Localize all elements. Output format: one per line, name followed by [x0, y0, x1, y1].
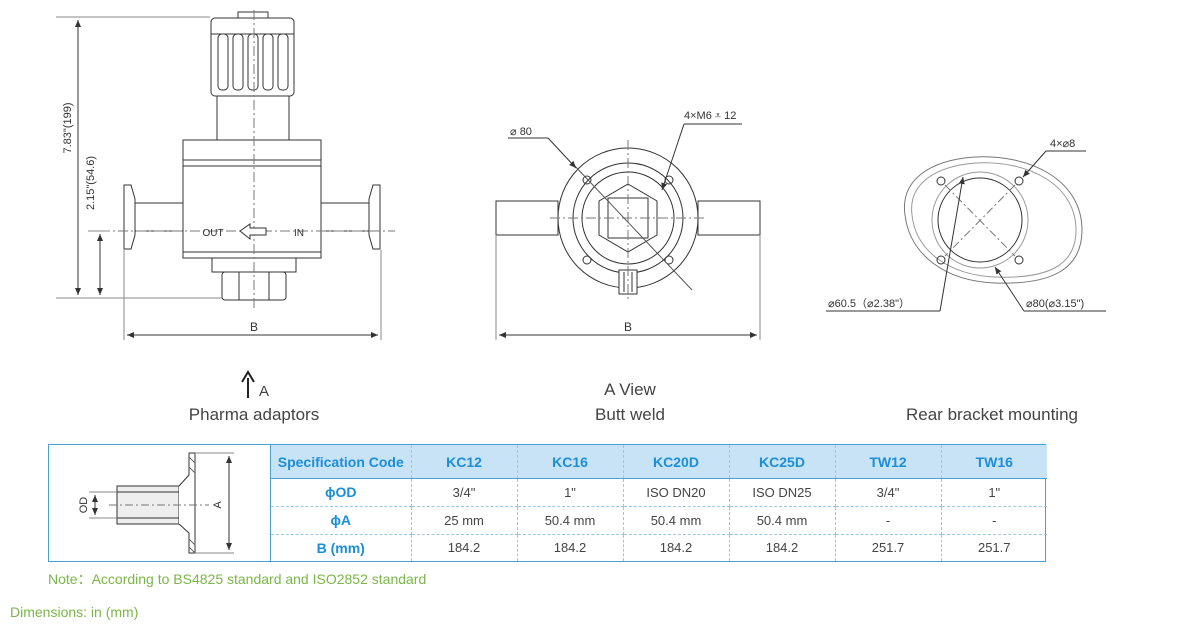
butt-weld-caption: Butt weld: [595, 405, 665, 424]
table-cell: 251.7: [835, 534, 942, 561]
row-label: ϕOD: [271, 478, 412, 507]
header-code: TW16: [941, 445, 1047, 479]
table-cell: 184.2: [517, 534, 624, 561]
dim-b-side: B: [624, 320, 632, 334]
height-total-dim: 7.83"(199): [62, 103, 74, 154]
table-cell: ISO DN20: [623, 478, 730, 507]
table-cell: 50.4 mm: [517, 506, 624, 535]
rear-holes-dim: 4×⌀8: [1050, 138, 1075, 150]
table-cell: 184.2: [411, 534, 518, 561]
rear-inner-dim: ⌀60.5（⌀2.38"）: [828, 297, 910, 310]
table-cell: 1": [941, 478, 1047, 507]
rear-bracket-caption: Rear bracket mounting: [906, 405, 1078, 424]
table-cell: ISO DN25: [729, 478, 836, 507]
height-center-dim: 2.15"(54.6): [85, 156, 97, 210]
table-row: ϕA 25 mm 50.4 mm 50.4 mm 50.4 mm - -: [271, 506, 1047, 535]
view-arrow: [241, 370, 255, 398]
bolt-holes-dim: 4×M6 ⩡ 12: [684, 110, 736, 122]
pharma-caption: Pharma adaptors: [188, 405, 320, 424]
table-row: ϕOD 3/4" 1" ISO DN20 ISO DN25 3/4" 1": [271, 478, 1047, 507]
header-code: TW12: [835, 445, 942, 479]
dim-b-front: B: [250, 320, 258, 334]
spec-grid: Specification Code KC12 KC16 KC20D KC25D…: [271, 445, 1047, 561]
spec-table: OD A Specification Code KC12 KC16 KC20D …: [48, 444, 1047, 562]
header-code: KC20D: [623, 445, 730, 479]
a-view-caption: A View: [604, 380, 656, 399]
standards-note: Note：According to BS4825 standard and IS…: [48, 571, 427, 587]
table-cell: -: [941, 506, 1047, 535]
table-cell: -: [835, 506, 942, 535]
front-view: [56, 10, 395, 340]
header-code: KC16: [517, 445, 624, 479]
sketch-a-label: A: [212, 501, 224, 509]
table-cell: 25 mm: [411, 506, 518, 535]
view-arrow-label: A: [259, 383, 269, 400]
row-label: B (mm): [271, 534, 412, 561]
sketch-od-label: OD: [78, 497, 90, 514]
in-label: IN: [294, 228, 304, 239]
out-label: OUT: [202, 228, 223, 239]
dimensions-unit: Dimensions: in (mm): [10, 604, 139, 620]
bolt-circle-dim: ⌀ 80: [510, 126, 532, 138]
header-code: KC25D: [729, 445, 836, 479]
table-cell: 1": [517, 478, 624, 507]
table-cell: 184.2: [729, 534, 836, 561]
table-row: B (mm) 184.2 184.2 184.2 184.2 251.7 251…: [271, 534, 1047, 561]
a-view: [495, 123, 761, 340]
table-cell: 50.4 mm: [623, 506, 730, 535]
adaptor-sketch: OD A: [49, 445, 271, 561]
table-header-row: Specification Code KC12 KC16 KC20D KC25D…: [271, 445, 1047, 479]
table-cell: 3/4": [411, 478, 518, 507]
row-label: ϕA: [271, 506, 412, 535]
table-cell: 184.2: [623, 534, 730, 561]
table-cell: 251.7: [977, 540, 1011, 556]
rear-bracket-view: [826, 150, 1106, 312]
rear-outer-dim: ⌀80(⌀3.15"): [1026, 298, 1084, 310]
header-label: Specification Code: [271, 445, 412, 479]
header-code: KC12: [411, 445, 518, 479]
table-cell: 3/4": [835, 478, 942, 507]
technical-drawing: 7.83"(199) 2.15"(54.6) OUT IN B: [56, 10, 1106, 400]
table-cell: 50.4 mm: [729, 506, 836, 535]
